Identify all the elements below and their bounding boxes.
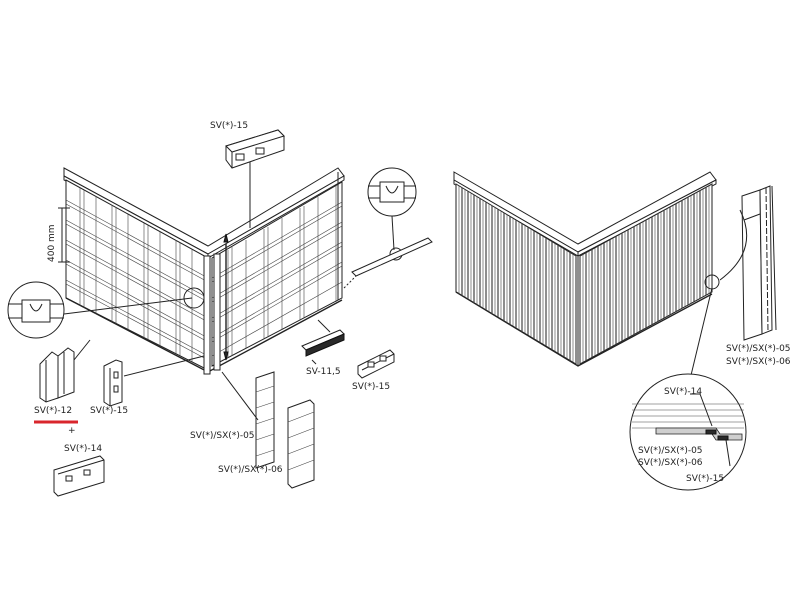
sv15-mid-label: SV(*)-15 xyxy=(352,382,390,392)
sv14-left-label: SV(*)-14 xyxy=(64,444,102,454)
sv15-left-label: SV(*)-15 xyxy=(90,406,128,416)
vertical-profile-right xyxy=(719,185,777,341)
sv15-left-profile xyxy=(103,355,205,407)
sv12-label: SV(*)-12 xyxy=(34,406,72,416)
svsx05-right-label: SV(*)/SX(*)-05 xyxy=(726,344,791,354)
sv15-mid-profile xyxy=(357,349,395,379)
left-detail-circle xyxy=(7,281,205,339)
sv14-profile xyxy=(53,455,105,497)
vertical-siding-right xyxy=(579,184,713,364)
sv15-top-label: SV(*)-15 xyxy=(210,121,248,131)
detail-svsx06-label: SV(*)/SX(*)-06 xyxy=(638,458,703,468)
left-building xyxy=(58,167,345,375)
right-detail-circle xyxy=(343,167,433,289)
sv115-label: SV-11,5 xyxy=(306,367,341,377)
bottom-right-detail-circle xyxy=(629,287,747,491)
vertical-siding-left xyxy=(455,184,577,364)
siding-panel-05-left xyxy=(221,371,275,469)
sv12-profile xyxy=(39,339,91,403)
svsx05-left-label: SV(*)/SX(*)-05 xyxy=(190,431,255,441)
right-building xyxy=(453,171,720,367)
detail-svsx05-label: SV(*)/SX(*)-05 xyxy=(638,446,703,456)
siding-panel-06-left xyxy=(287,399,315,489)
sv115-profile xyxy=(301,319,345,365)
detail-sv15-label: SV(*)-15 xyxy=(686,474,724,484)
dim-400-label: 400 mm xyxy=(47,224,57,262)
svsx06-left-label: SV(*)/SX(*)-06 xyxy=(218,465,283,475)
sv15-top-profile xyxy=(225,129,285,228)
plus-sign: + xyxy=(68,426,76,436)
detail-sv14-label: SV(*)-14 xyxy=(664,387,702,397)
svsx06-right-label: SV(*)/SX(*)-06 xyxy=(726,357,791,367)
